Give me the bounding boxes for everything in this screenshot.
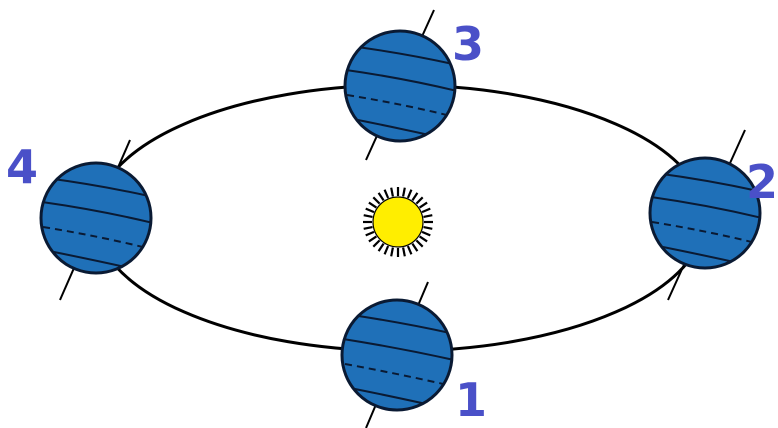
sun-ray [391,188,393,197]
sun-ray [412,193,417,201]
sun-ray [408,246,412,254]
sun-ray [424,227,433,229]
planet-globe-icon [342,300,454,410]
position-label-1: 1 [455,373,487,427]
sun-ray [366,209,374,213]
sun-icon [363,187,433,257]
planet-position-3 [345,10,457,160]
sun-ray [364,215,373,217]
position-label-2: 2 [746,155,778,209]
sun-ray [416,240,422,246]
sun-ray [379,193,384,201]
sun-ray [373,197,379,203]
sun-ray [369,203,377,208]
sun-ray [403,248,405,257]
sun-ray [369,236,377,241]
sun-ray [391,248,393,257]
planet-position-4 [41,140,153,300]
position-label-3: 3 [452,17,484,71]
sun-ray [416,197,422,203]
sun-ray [420,203,428,208]
sun-ray [422,209,430,213]
sun-ray [385,190,389,198]
sun-ray [422,232,430,236]
planet-globe-icon [41,163,153,273]
sun-ray [408,190,412,198]
sun-ray [364,227,373,229]
sun-ray [424,215,433,217]
planet-globe-icon [345,31,457,141]
planet-position-1 [342,282,454,428]
sun-ray [412,244,417,252]
sun-ray [366,232,374,236]
position-label-4: 4 [6,140,38,194]
sun-ray [379,244,384,252]
sun-ray [373,240,379,246]
sun-ray [403,188,405,197]
sun-ray [385,246,389,254]
sun-ray [420,236,428,241]
